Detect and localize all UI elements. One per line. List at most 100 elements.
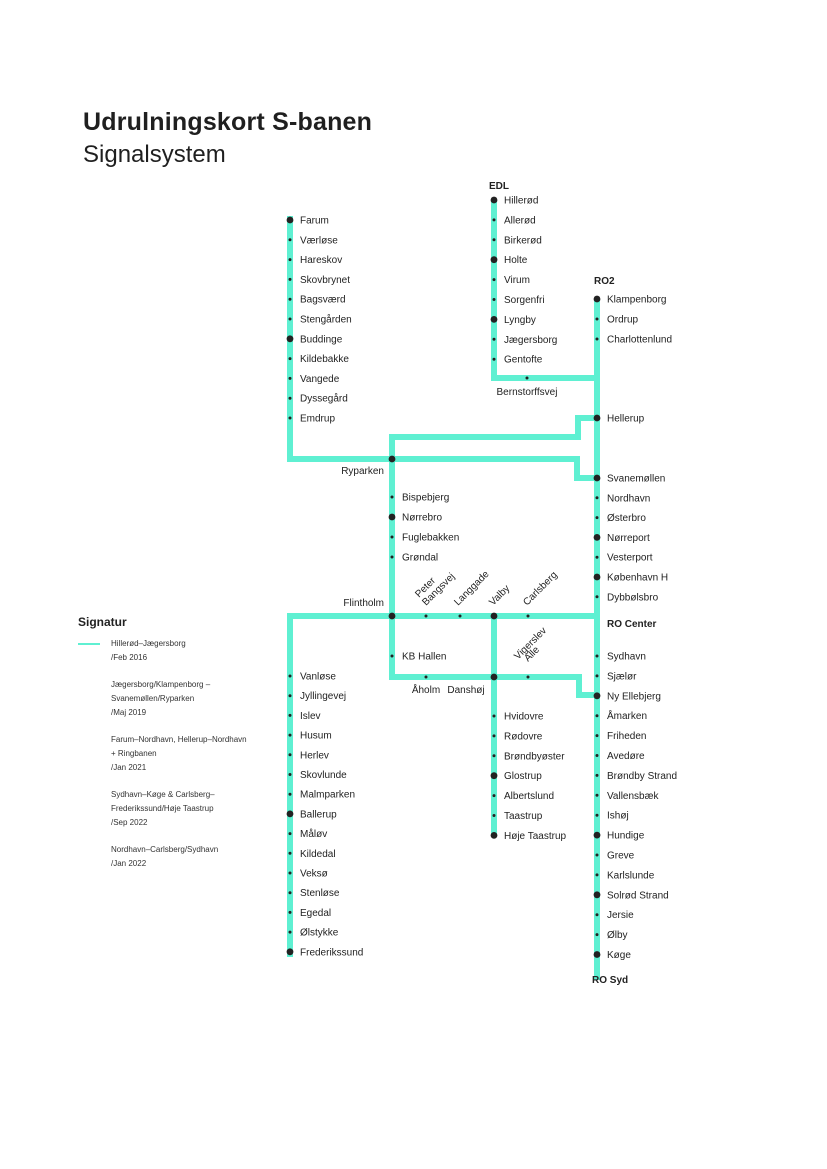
station-dot-egedal [288, 910, 292, 914]
station-label-n-rrebro: Nørrebro [402, 513, 442, 524]
station-label-veks: Veksø [300, 869, 328, 880]
station-dot-aved-re [595, 754, 599, 757]
station-label-aved-re: Avedøre [607, 751, 645, 762]
station-label-flintholm: Flintholm [343, 598, 384, 609]
station-label-klampenborg: Klampenborg [607, 295, 666, 306]
hub-label-ro-center: RO Center [607, 619, 657, 630]
station-dot-danshoj [490, 673, 498, 681]
station-dot-h-je-taastrup [490, 832, 498, 839]
station-dot-herlev [288, 753, 292, 757]
station-dot-flintholm [388, 612, 396, 620]
station-dot-hiller-d [490, 196, 498, 204]
station-label-egedal: Egedal [300, 908, 331, 919]
page-subtitle: Signalsystem [83, 141, 226, 168]
station-dot-ny-ellebjerg [593, 692, 601, 700]
station-label-svanem-llen: Svanemøllen [607, 474, 665, 485]
station-label-lby: Ølby [607, 930, 628, 941]
station-labels: FarumVærløseHareskovSkovbrynetBagsværdSt… [300, 181, 677, 986]
station-label-karlslunde: Karlslunde [607, 870, 655, 881]
page-title: Udrulningskort S-banen [83, 108, 373, 136]
station-dot-sorgenfri [492, 298, 496, 301]
station-label-malmparken: Malmparken [300, 790, 355, 801]
station-dot-skovbrynet [288, 277, 292, 281]
station-dot-solr-d-strand [593, 891, 601, 899]
legend-item: Farum–Nordhavn, Hellerup–Nordhavn + Ringb… [78, 733, 278, 775]
station-label-stenl-se: Stenløse [300, 888, 340, 899]
station-dot-vanl-se [288, 674, 292, 678]
station-dot-vigerslev [526, 675, 530, 679]
station-dot-k-ge [593, 951, 601, 958]
station-dot-langgade [458, 614, 462, 618]
station-label-friheden: Friheden [607, 731, 646, 742]
station-dot-kildebakke [288, 357, 292, 361]
station-dot-br-ndby-ster [492, 754, 496, 758]
station-dot-skovlunde [288, 773, 292, 776]
station-dot-charlottenlund [595, 337, 599, 341]
station-label-fuglebakken: Fuglebakken [402, 533, 459, 544]
station-label-skovlunde: Skovlunde [300, 770, 347, 781]
station-dot-vesterport [595, 555, 599, 559]
station-dot-sj-l-r [595, 674, 599, 678]
station-label-vesterport: Vesterport [607, 553, 653, 564]
station-label-glostrup: Glostrup [504, 771, 542, 782]
station-label-bagsv-rd: Bagsværd [300, 295, 346, 306]
station-label-sterbro: Østerbro [607, 513, 646, 524]
station-label-greve: Greve [607, 851, 635, 862]
station-label-holte: Holte [504, 255, 528, 266]
station-dot-malmparken [288, 792, 292, 796]
station-label-langgade: Langgade [452, 569, 492, 609]
station-label-solr-d-strand: Solrød Strand [607, 890, 669, 901]
station-dot-gentofte [492, 357, 496, 361]
legend-text: Sydhavn–Køge & Carlsberg– [111, 790, 215, 799]
station-label-kb-hallen: KB Hallen [402, 652, 446, 663]
station-dot-bagsv-rd [288, 297, 292, 301]
station-dot-nordhavn [595, 496, 599, 500]
station-label-sorgenfri: Sorgenfri [504, 295, 545, 306]
legend-item: Nordhavn–Carlsberg/Sydhavn/Jan 2022 [78, 843, 278, 871]
legend-text: Jægersborg/Klampenborg – [111, 680, 211, 689]
station-label-kildebakke: Kildebakke [300, 354, 349, 365]
station-label-danshoj: Danshøj [447, 685, 484, 696]
station-dot-fuglebakken [390, 535, 394, 539]
hub-label-ro2: RO2 [594, 276, 615, 287]
station-label-dyssega-rd: Dyssegård [300, 393, 348, 405]
legend-text: Farum–Nordhavn, Hellerup–Nordhavn [111, 735, 247, 744]
station-dot-emdrup [288, 416, 292, 420]
station-dot-ryparken [388, 455, 396, 463]
station-dot-svanem-llen [593, 474, 601, 482]
legend-text: + Ringbanen [111, 749, 157, 758]
station-label-h-je-taastrup: Høje Taastrup [504, 831, 567, 842]
station-dot-stenl-se [288, 891, 292, 895]
station-label-k-ge: Køge [607, 950, 631, 961]
station-dot-dyssega-rd [288, 396, 292, 400]
station-dot-carlsberg [526, 614, 530, 618]
station-dot-r-dovre [492, 734, 496, 738]
station-dot-holte [490, 256, 498, 264]
station-dot-hareskov [288, 258, 292, 262]
station-label-vangede: Vangede [300, 374, 340, 385]
station-dot-lby [595, 933, 599, 937]
station-label-hvidovre: Hvidovre [504, 712, 544, 723]
station-dot-buddinge [286, 335, 294, 343]
station-dot-ish-j [595, 813, 599, 817]
station-dot-hvidovre [492, 714, 496, 718]
station-dot-jersie [595, 913, 599, 917]
station-dot-glostrup [490, 772, 498, 780]
station-dot-gr-ndal [390, 555, 394, 559]
station-dot-virum [492, 278, 496, 282]
legend-swatch [78, 643, 100, 645]
station-dot-frederikssund [286, 948, 294, 956]
station-dot-birker-d [492, 238, 496, 242]
legend-item: Jægersborg/Klampenborg –Svanemøllen/Rypa… [78, 678, 278, 720]
legend-text: /Feb 2016 [111, 653, 148, 662]
station-dot-sterbro [595, 516, 599, 520]
station-label-br-ndby-ster: Brøndbyøster [504, 751, 565, 762]
station-label-n-rreport: Nørreport [607, 533, 650, 544]
station-label-lstykke: Ølstykke [300, 928, 339, 939]
station-dot-n-rreport [593, 534, 601, 541]
station-dot-husum [288, 733, 292, 737]
station-dot-vallensb-k [595, 793, 599, 797]
station-label-j-gersborg: Jægersborg [504, 335, 557, 346]
